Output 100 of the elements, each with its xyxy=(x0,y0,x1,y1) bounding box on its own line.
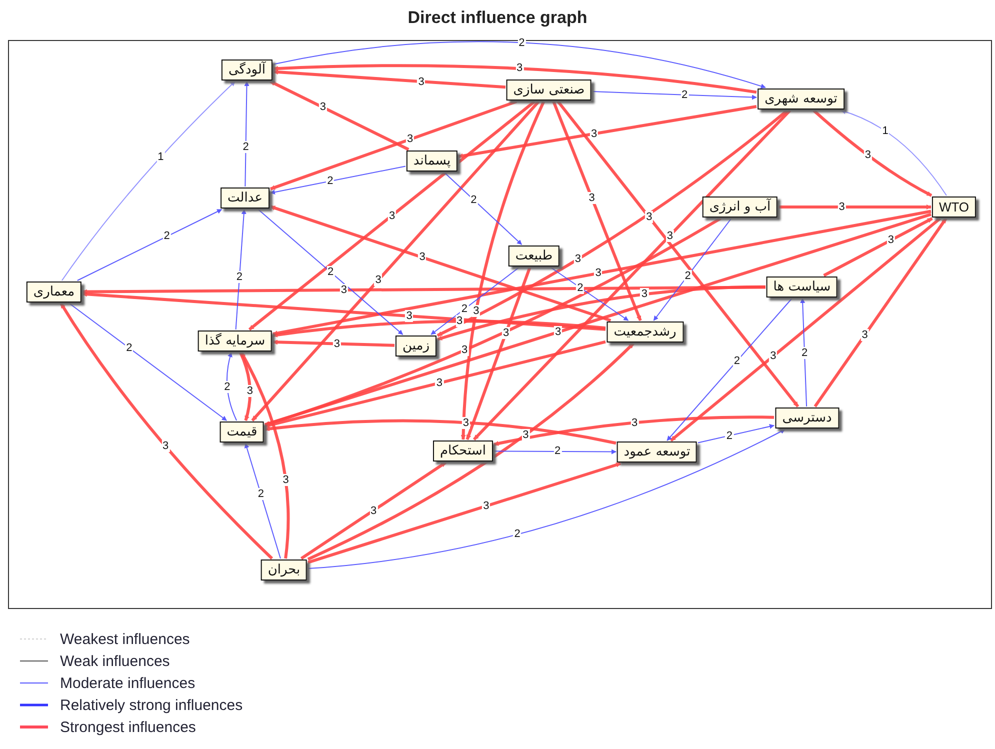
influence-arrow xyxy=(60,302,274,560)
factor-box: پسماند xyxy=(406,150,458,172)
edge-label: 3 xyxy=(162,440,170,452)
influence-arrow xyxy=(666,298,792,441)
influence-arrow xyxy=(251,100,540,422)
influence-arrow xyxy=(814,218,948,408)
edge-label: 3 xyxy=(769,350,778,362)
edge-label: 3 xyxy=(522,428,530,441)
edge-label: 2 xyxy=(242,140,250,153)
edge-label: 3 xyxy=(460,344,469,356)
edge-label: 2 xyxy=(518,36,526,49)
edge-label: 3 xyxy=(472,305,480,318)
edge-label: 2 xyxy=(725,430,734,442)
legend-label: Moderate influences xyxy=(60,674,196,692)
influence-arrow xyxy=(494,449,616,454)
influence-arrow xyxy=(670,217,942,442)
legend-label: Strongest influences xyxy=(60,718,196,736)
influence-arrow xyxy=(272,340,395,347)
influence-arrow xyxy=(494,416,774,446)
factor-box: سرمایه گذا xyxy=(198,330,272,352)
edge-label: 3 xyxy=(318,101,327,114)
influence-arrow xyxy=(552,100,642,322)
factor-box: عدالت xyxy=(220,188,270,208)
influence-arrow xyxy=(300,461,447,560)
edge-label: 2 xyxy=(684,270,692,282)
edge-label: 3 xyxy=(482,500,490,512)
edge-label: 3 xyxy=(886,234,896,246)
factor-box: صنعتی سازی xyxy=(506,80,592,100)
influence-arrow xyxy=(61,81,236,281)
edge-label: 3 xyxy=(588,192,596,204)
influence-arrow xyxy=(592,91,757,100)
influence-arrow xyxy=(76,209,222,281)
legend-label: Weakest influences xyxy=(60,630,190,648)
edge-label: 3 xyxy=(374,274,382,286)
factor-box: بحران xyxy=(260,560,308,580)
factor-box: رشدجمعیت xyxy=(606,322,684,342)
influence-arrow xyxy=(458,105,757,158)
influence-arrow xyxy=(812,109,932,197)
edge-label: 3 xyxy=(462,416,470,429)
influence-arrow xyxy=(272,210,932,336)
influence-arrow xyxy=(437,285,766,341)
influence-arrow xyxy=(244,81,250,187)
edge-label: 3 xyxy=(864,149,872,162)
factor-box: زمین xyxy=(395,336,437,356)
influence-arrow xyxy=(430,267,520,335)
influence-arrow xyxy=(264,212,932,426)
edge-label: 3 xyxy=(502,326,510,339)
influence-arrow xyxy=(270,80,410,151)
influence-arrow xyxy=(82,286,766,294)
influence-arrow xyxy=(550,267,629,321)
influence-arrow xyxy=(68,303,228,421)
edge-label: 3 xyxy=(640,288,648,300)
influence-arrow xyxy=(270,166,406,195)
influence-arrow xyxy=(308,429,786,570)
edge-label: 3 xyxy=(405,310,414,322)
edge-label: 3 xyxy=(666,230,674,242)
edge-label: 3 xyxy=(332,338,342,350)
factor-box: معماری xyxy=(26,282,82,302)
factor-box: آلودگی xyxy=(221,60,273,80)
influence-arrow xyxy=(472,109,792,441)
edge-label: 3 xyxy=(435,377,444,390)
edge-label: 3 xyxy=(417,76,426,88)
edge-label: 3 xyxy=(594,267,602,280)
influence-arrow xyxy=(436,109,788,337)
edge-label: 3 xyxy=(418,251,426,264)
edge-label: 3 xyxy=(456,315,464,328)
factor-box: آب و انرژی xyxy=(702,196,778,218)
influence-arrow xyxy=(270,100,518,190)
edge-label: 3 xyxy=(340,284,348,296)
edge-label: 2 xyxy=(576,282,584,294)
factor-box: استحکام xyxy=(433,440,493,462)
influence-arrow xyxy=(800,298,808,407)
influence-arrow xyxy=(273,41,766,89)
influence-arrow xyxy=(823,217,933,277)
influence-arrow xyxy=(264,340,606,428)
influence-arrow xyxy=(778,204,932,210)
influence-arrow xyxy=(240,352,290,559)
influence-arrow xyxy=(270,205,612,322)
edge-label: 2 xyxy=(223,380,232,392)
edge-label: 2 xyxy=(460,303,469,316)
influence-arrow xyxy=(698,424,774,444)
influence-arrow xyxy=(239,352,252,421)
edge-label: 2 xyxy=(125,342,134,354)
chart-title: Direct influence graph xyxy=(406,8,588,28)
influence-arrow xyxy=(653,218,732,321)
edge-label: 2 xyxy=(256,488,265,500)
influence-arrow xyxy=(273,64,757,94)
influence-arrow xyxy=(226,352,238,421)
edge-label: 1 xyxy=(156,151,165,164)
influence-arrow xyxy=(235,209,246,330)
edge-label: 3 xyxy=(838,201,846,213)
factor-box: دسترسی xyxy=(775,408,839,428)
edge-label: 3 xyxy=(574,253,582,266)
influence-arrow xyxy=(258,209,404,335)
edge-label: 2 xyxy=(732,354,742,367)
edge-label: 1 xyxy=(881,125,890,138)
edge-label: 3 xyxy=(282,474,290,486)
influence-arrow xyxy=(444,172,522,245)
influence-arrow xyxy=(466,266,532,440)
influence-arrow xyxy=(272,320,606,338)
